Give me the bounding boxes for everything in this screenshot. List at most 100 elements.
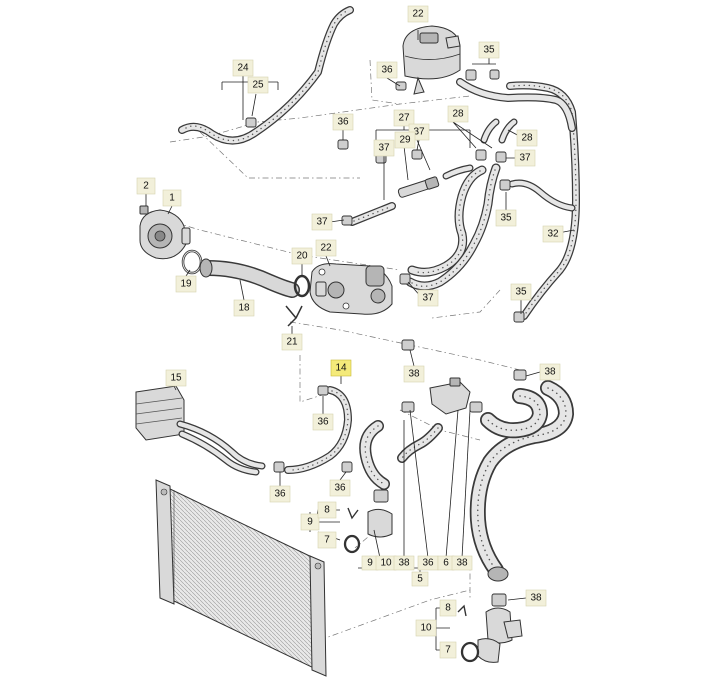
svg-text:32: 32	[547, 229, 559, 240]
svg-text:22: 22	[320, 243, 332, 254]
radiator	[155, 479, 327, 677]
svg-text:28: 28	[521, 133, 533, 144]
svg-text:22: 22	[412, 9, 424, 20]
part-label-22[interactable]: 22	[407, 5, 429, 23]
part-label-29[interactable]: 29	[394, 131, 416, 149]
oil-cooler	[135, 385, 266, 476]
part-label-37[interactable]: 37	[311, 213, 333, 231]
part-label-15[interactable]: 15	[165, 369, 187, 387]
part-label-10[interactable]: 10	[415, 619, 437, 637]
part-label-36[interactable]: 36	[332, 113, 354, 131]
svg-text:38: 38	[544, 367, 556, 378]
svg-text:35: 35	[515, 287, 527, 298]
gasket-19	[181, 249, 203, 275]
part-label-36[interactable]: 36	[269, 485, 291, 503]
part-label-21[interactable]: 21	[281, 333, 303, 351]
part-label-19[interactable]: 19	[175, 275, 197, 293]
svg-text:7: 7	[324, 535, 330, 546]
part-label-9[interactable]: 9	[361, 555, 379, 571]
svg-text:5: 5	[417, 574, 423, 585]
hose-clips	[245, 69, 527, 607]
svg-text:35: 35	[500, 213, 512, 224]
svg-text:8: 8	[445, 603, 451, 614]
part-label-38[interactable]: 38	[451, 555, 473, 571]
svg-text:37: 37	[413, 127, 425, 138]
part-label-37[interactable]: 37	[514, 149, 536, 167]
svg-text:18: 18	[238, 303, 250, 314]
svg-text:28: 28	[452, 109, 464, 120]
svg-text:38: 38	[398, 558, 410, 569]
part-label-22[interactable]: 22	[315, 239, 337, 257]
part-label-8[interactable]: 8	[439, 599, 457, 617]
expansion-tank	[402, 25, 461, 95]
svg-text:6: 6	[443, 558, 449, 569]
part-label-35[interactable]: 35	[495, 209, 517, 227]
water-pump	[139, 205, 191, 260]
svg-text:36: 36	[274, 489, 286, 500]
svg-text:1: 1	[169, 193, 175, 204]
part-label-24[interactable]: 24	[232, 59, 254, 77]
svg-text:29: 29	[399, 135, 411, 146]
part-label-37[interactable]: 37	[417, 289, 439, 307]
hose-24	[178, 6, 354, 145]
svg-text:25: 25	[252, 80, 264, 91]
part-label-18[interactable]: 18	[233, 299, 255, 317]
part-label-5[interactable]: 5	[411, 571, 429, 587]
svg-text:27: 27	[398, 113, 410, 124]
svg-text:37: 37	[378, 143, 390, 154]
part-label-35[interactable]: 35	[510, 283, 532, 301]
part-label-9[interactable]: 9	[300, 513, 320, 531]
svg-text:9: 9	[367, 558, 373, 569]
svg-text:8: 8	[324, 505, 330, 516]
thermostat-housing	[309, 263, 393, 315]
part-label-27[interactable]: 27	[393, 109, 415, 127]
part-label-38[interactable]: 38	[393, 555, 415, 571]
part-label-8[interactable]: 8	[317, 501, 337, 519]
svg-text:38: 38	[408, 369, 420, 380]
part-label-35[interactable]: 35	[478, 41, 500, 59]
part-labels: 22 35 36 24 25 36 27 28 37 37 29 28 37 2…	[136, 5, 564, 659]
part-label-1[interactable]: 1	[162, 189, 182, 207]
svg-text:36: 36	[334, 483, 346, 494]
part-label-38[interactable]: 38	[403, 365, 425, 383]
part-label-38[interactable]: 38	[525, 589, 547, 607]
svg-text:19: 19	[180, 279, 192, 290]
svg-text:20: 20	[296, 251, 308, 262]
svg-text:21: 21	[286, 337, 298, 348]
part-label-32[interactable]: 32	[542, 225, 564, 243]
part-label-38[interactable]: 38	[539, 363, 561, 381]
connector-10-upper	[343, 507, 361, 554]
part-label-36[interactable]: 36	[376, 61, 398, 79]
svg-text:15: 15	[170, 373, 182, 384]
part-label-36[interactable]: 36	[417, 555, 439, 571]
part-label-10[interactable]: 10	[375, 555, 397, 571]
part-label-14[interactable]: 14	[330, 359, 352, 377]
svg-text:7: 7	[445, 645, 451, 656]
svg-text:36: 36	[381, 65, 393, 76]
radiator-hose-lower	[469, 380, 574, 582]
part-label-28[interactable]: 28	[447, 105, 469, 123]
part-label-28[interactable]: 28	[516, 129, 538, 147]
part-label-20[interactable]: 20	[291, 247, 313, 265]
svg-text:36: 36	[317, 417, 329, 428]
svg-text:10: 10	[380, 558, 392, 569]
part-label-36[interactable]: 36	[312, 413, 334, 431]
coolant-pipe-18	[199, 258, 300, 298]
part-label-37[interactable]: 37	[373, 139, 395, 157]
svg-text:36: 36	[337, 117, 349, 128]
part-label-7[interactable]: 7	[439, 641, 457, 659]
heater-hoses-27	[405, 118, 518, 291]
part-label-25[interactable]: 25	[247, 76, 269, 94]
svg-text:2: 2	[143, 181, 149, 192]
hose-32	[456, 78, 580, 320]
hose-5	[359, 420, 393, 538]
svg-text:37: 37	[422, 293, 434, 304]
hose-6	[397, 377, 471, 463]
part-label-6[interactable]: 6	[437, 555, 455, 571]
clip-21	[285, 305, 303, 327]
svg-text:35: 35	[483, 45, 495, 56]
part-label-2[interactable]: 2	[136, 177, 156, 195]
part-label-36[interactable]: 36	[329, 479, 351, 497]
part-label-7[interactable]: 7	[317, 531, 337, 549]
